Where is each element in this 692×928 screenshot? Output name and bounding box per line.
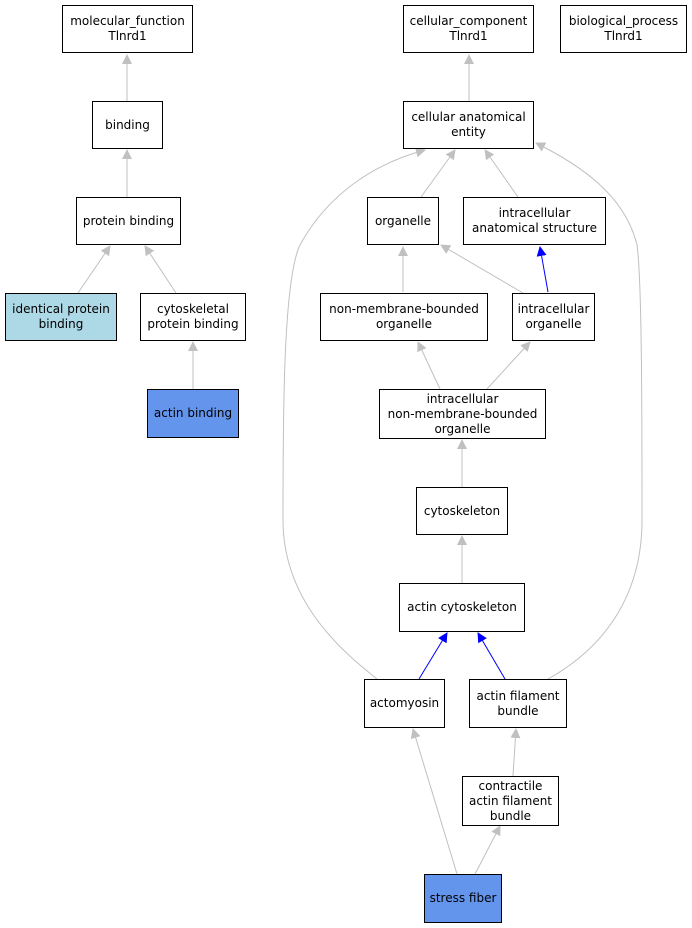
node-actin-filament-bundle[interactable]: actin filament bundle xyxy=(469,679,567,728)
node-non-membrane-bounded-organelle[interactable]: non-membrane-bounded organelle xyxy=(320,293,488,341)
edge-actin-filament-bundle-to-cellular-anatomical-entity xyxy=(535,142,643,680)
node-actin-binding[interactable]: actin binding xyxy=(147,389,239,438)
node-molecular-function[interactable]: molecular_function Tlnrd1 xyxy=(62,5,193,53)
node-identical-protein-binding[interactable]: identical protein binding xyxy=(5,293,117,341)
edge-organelle-to-cellular-anatomical-entity xyxy=(420,149,456,198)
node-contractile-actin-filament-bundle[interactable]: contractile actin filament bundle xyxy=(462,776,559,826)
node-cytoskeleton[interactable]: cytoskeleton xyxy=(416,487,508,535)
node-stress-fiber[interactable]: stress fiber xyxy=(424,874,502,923)
node-actin-cytoskeleton[interactable]: actin cytoskeleton xyxy=(399,583,525,632)
node-intracellular-anatomical-structure[interactable]: intracellular anatomical structure xyxy=(463,197,606,245)
edge-cytoskeletal-protein-binding-to-protein-binding xyxy=(144,245,177,294)
edge-intracellular-organelle-to-intracellular-anatomical-structure xyxy=(536,246,549,293)
edge-actin-filament-bundle-to-actin-cytoskeleton xyxy=(477,632,506,680)
node-protein-binding[interactable]: protein binding xyxy=(76,197,181,245)
node-cytoskeletal-protein-binding[interactable]: cytoskeletal protein binding xyxy=(140,293,246,341)
edge-actomyosin-to-cellular-anatomical-entity xyxy=(282,147,426,680)
edge-intracellular-anatomical-structure-to-cellular-anatomical-entity xyxy=(484,149,519,198)
edge-intracellular-non-membrane-bounded-organelle-to-intracellular-organelle xyxy=(486,341,531,390)
edge-contractile-actin-filament-bundle-to-actin-filament-bundle xyxy=(510,728,521,777)
node-binding[interactable]: binding xyxy=(92,101,163,149)
node-actomyosin[interactable]: actomyosin xyxy=(364,679,445,728)
node-cellular-component[interactable]: cellular_component Tlnrd1 xyxy=(403,5,534,53)
node-intracellular-organelle[interactable]: intracellular organelle xyxy=(512,293,595,341)
edge-stress-fiber-to-contractile-actin-filament-bundle xyxy=(474,825,501,875)
edge-intracellular-non-membrane-bounded-organelle-to-non-membrane-bounded-organelle xyxy=(417,341,441,390)
edge-identical-protein-binding-to-protein-binding xyxy=(77,245,111,294)
node-cellular-anatomical-entity[interactable]: cellular anatomical entity xyxy=(403,101,534,149)
node-intracellular-non-membrane-bounded-organelle[interactable]: intracellular non-membrane-bounded organ… xyxy=(379,389,546,439)
node-organelle[interactable]: organelle xyxy=(367,197,439,245)
edge-stress-fiber-to-actomyosin xyxy=(410,728,458,875)
node-biological-process[interactable]: biological_process Tlnrd1 xyxy=(560,5,687,53)
edge-intracellular-organelle-to-organelle xyxy=(440,244,524,294)
edge-actomyosin-to-actin-cytoskeleton xyxy=(418,632,448,680)
